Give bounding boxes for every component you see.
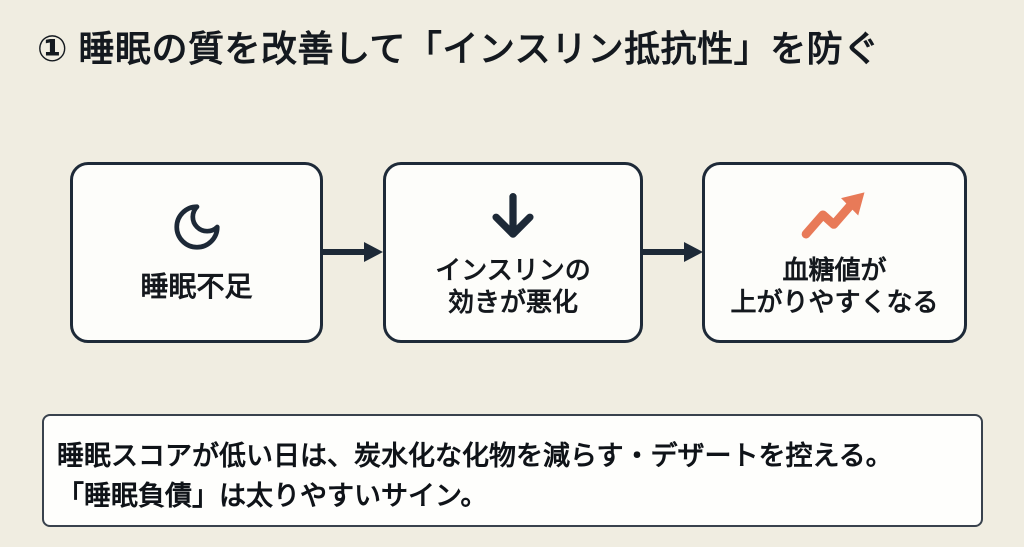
- flow-box-label: 血糖値が 上がりやすくなる: [730, 255, 938, 318]
- flow-box-label-line: 血糖値が: [782, 254, 887, 285]
- flow-box-label-line: インスリンの: [435, 254, 591, 285]
- note-line-2: 「睡眠負債」は太りやすいサイン。: [57, 481, 488, 511]
- flow-arrow-icon: [640, 239, 704, 265]
- flow-box-label: 睡眠不足: [140, 270, 252, 304]
- flow-box-label-line: 上がりやすくなる: [730, 286, 939, 317]
- flow-box-label-line: 効きが悪化: [447, 286, 578, 317]
- note-line-1: 睡眠スコアが低い日は、炭水化な化物を減らす・デザートを控える。: [57, 441, 893, 471]
- arrow-down-icon: [484, 187, 542, 245]
- trending-up-icon: [798, 187, 872, 245]
- flow-box-insulin-worsens: インスリンの 効きが悪化: [383, 162, 643, 343]
- page-title: ① 睡眠の質を改善して「インスリン抵抗性」を防ぐ: [37, 28, 880, 69]
- flow-arrow-icon: [320, 239, 384, 265]
- flow-box-label: インスリンの 効きが悪化: [435, 255, 590, 318]
- flow-box-label-line: 睡眠不足: [140, 271, 253, 303]
- flow-box-blood-sugar-rises: 血糖値が 上がりやすくなる: [702, 162, 967, 343]
- flow-box-sleep-deprivation: 睡眠不足: [70, 162, 323, 343]
- moon-icon: [170, 200, 224, 254]
- note-box: 睡眠スコアが低い日は、炭水化な化物を減らす・デザートを控える。 「睡眠負債」は太…: [42, 414, 983, 527]
